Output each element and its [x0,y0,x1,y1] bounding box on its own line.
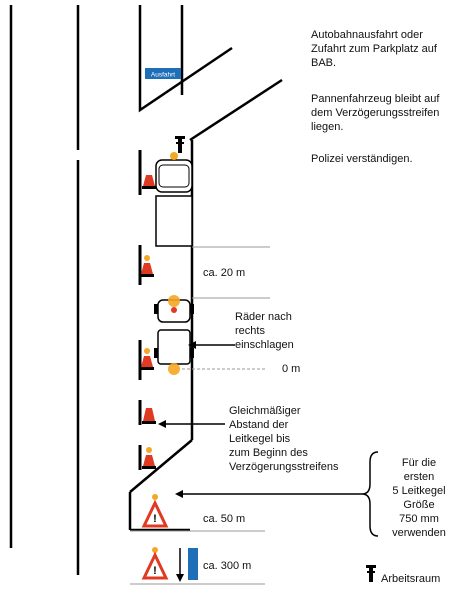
work-area-icon [366,565,376,582]
police-note: Polizei verständigen. [311,153,413,165]
work-area-legend-label: Arbeitsraum [381,573,441,585]
traffic-cone [142,447,156,469]
traffic-cone [140,348,154,370]
traffic-cone [142,408,156,424]
traffic-cone [142,175,156,189]
exit-sign: Ausfahrt [145,68,181,79]
svg-text:!: ! [153,565,157,577]
deceleration-lane-taper [129,439,193,493]
warning-triangle: ! [141,494,169,528]
distance-label-50m: ca. 50 m [203,513,246,525]
distance-label-0m: 0 m [282,363,301,375]
warning-triangle: ! [141,547,169,580]
exit-ramp-left [138,5,233,113]
wheels-note: Räder nach rechts einschlagen [235,311,294,351]
cone-size-note: Für die ersten 5 Leitkegel Größe 750 mm … [392,457,446,539]
work-area-marker-top [175,136,185,153]
broken-down-car [154,295,194,375]
cone-spacing-note: Gleichmäßiger Abstand der Leitkegel bis … [229,405,339,473]
tow-truck [155,152,193,247]
vehicle-position-note: Pannenfahrzeug bleibt auf dem Verzögerun… [311,93,440,133]
svg-text:!: ! [153,513,157,525]
cone-note-brace [361,451,379,537]
distance-board [188,548,198,580]
distance-label-300m: ca. 300 m [203,560,252,572]
exit-sign-label: Ausfahrt [151,72,175,79]
exit-description-note: Autobahnausfahrt oder Zufahrt zum Parkpl… [311,29,437,69]
traffic-cone [140,255,154,277]
exit-ramp-diagonal [189,78,283,142]
distance-label-20m: ca. 20 m [203,267,246,279]
